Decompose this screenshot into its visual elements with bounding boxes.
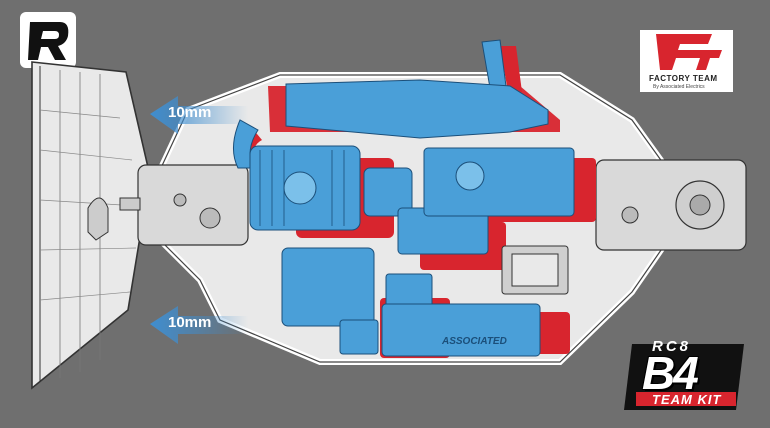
rear-gearbox xyxy=(119,164,249,246)
badge-kit: TEAM KIT xyxy=(652,392,722,407)
b4-badge-backdrop xyxy=(624,344,744,410)
r-logo-icon xyxy=(20,12,76,68)
arrow-lower xyxy=(150,306,248,344)
badge-model: RC8 xyxy=(652,338,692,355)
tuned-pipe xyxy=(285,79,549,139)
badge-version: B4 xyxy=(642,347,699,399)
carburetor xyxy=(363,167,413,217)
front-diff xyxy=(595,159,747,251)
ft-tagline: By Associated Electrics xyxy=(653,84,705,90)
power-switch xyxy=(339,319,379,355)
factory-team-logo xyxy=(640,30,733,92)
rear-wing xyxy=(31,61,151,390)
receiver-box xyxy=(281,247,375,327)
ft-name: FACTORY TEAM xyxy=(649,74,718,83)
engine-components-blue xyxy=(233,39,575,357)
arrow-label-upper: 10mm xyxy=(168,104,212,121)
battery-box xyxy=(381,303,541,357)
throttle-servo xyxy=(501,245,569,295)
arrow-label-lower: 10mm xyxy=(168,314,212,331)
arrow-upper xyxy=(150,96,248,134)
fuel-tank xyxy=(423,147,575,217)
battery-box-brand: ASSOCIATED xyxy=(442,336,507,347)
